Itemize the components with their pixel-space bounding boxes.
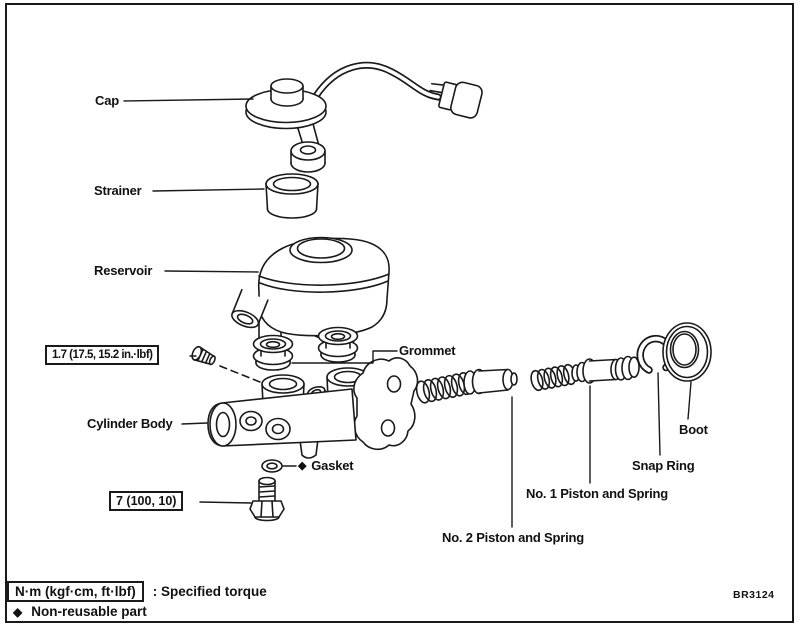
non-reusable-diamond-icon: ◆ bbox=[13, 604, 23, 619]
figure-border bbox=[5, 3, 794, 623]
label-grommet: Grommet bbox=[399, 343, 456, 358]
no2-piston-spring-drawing bbox=[415, 368, 518, 404]
label-gasket: ◆ Gasket bbox=[298, 458, 354, 473]
connector-icon bbox=[427, 81, 483, 119]
label-gasket-text: Gasket bbox=[311, 458, 354, 473]
gasket-drawing bbox=[261, 459, 283, 473]
label-cap: Cap bbox=[95, 93, 119, 108]
torque-spec-plug: 7 (100, 10) bbox=[109, 491, 184, 511]
cylinder-body-drawing bbox=[207, 357, 419, 459]
float-wire-drawing bbox=[312, 61, 483, 119]
reservoir-drawing bbox=[231, 236, 390, 346]
label-strainer: Strainer bbox=[94, 183, 142, 198]
strainer-drawing bbox=[265, 173, 319, 219]
boot-drawing bbox=[662, 322, 712, 382]
figure-code: BR3124 bbox=[733, 589, 775, 601]
leader-lines bbox=[123, 98, 692, 528]
plug-bolt-drawing bbox=[249, 476, 285, 522]
bleeder-screw-drawing bbox=[191, 345, 266, 385]
legend-torque-meaning: : Specified torque bbox=[152, 584, 267, 599]
legend-specified-torque: N·m (kgf·cm, ft·lbf) : Specified torque bbox=[7, 581, 267, 602]
label-cylinder-body: Cylinder Body bbox=[87, 416, 173, 431]
legend-torque-unit-box: N·m (kgf·cm, ft·lbf) bbox=[7, 581, 144, 602]
label-boot: Boot bbox=[679, 422, 708, 437]
legend-non-reusable-text: Non-reusable part bbox=[31, 604, 147, 619]
cap-drawing bbox=[245, 78, 327, 173]
label-no2-piston: No. 2 Piston and Spring bbox=[442, 530, 585, 545]
non-reusable-diamond-icon: ◆ bbox=[298, 460, 307, 472]
label-reservoir: Reservoir bbox=[94, 263, 153, 278]
legend-non-reusable: ◆ Non-reusable part bbox=[13, 604, 147, 619]
no1-piston-spring-drawing bbox=[530, 355, 640, 392]
label-no1-piston: No. 1 Piston and Spring bbox=[526, 486, 669, 501]
label-snap-ring: Snap Ring bbox=[632, 458, 695, 473]
torque-spec-bleeder: 1.7 (17.5, 15.2 in.·lbf) bbox=[45, 345, 160, 365]
